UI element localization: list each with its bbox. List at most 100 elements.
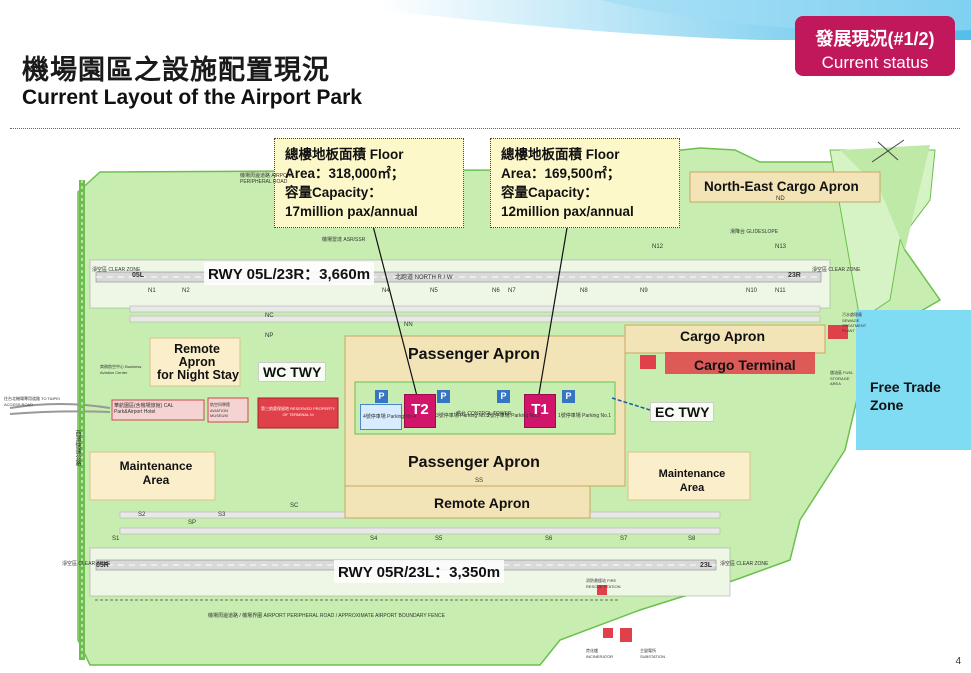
incinerator-marker — [603, 628, 613, 638]
north-twy-np — [129, 315, 821, 323]
incinerator-label: 焚化爐 INCINERATOR — [586, 648, 614, 659]
north-east-edge — [840, 145, 930, 250]
twy-n10: N10 — [746, 288, 758, 294]
fuel-label: 儲油區 FUEL STORAGE AREA — [830, 370, 854, 386]
terminal-2: T2 — [404, 394, 436, 428]
remote-night-apron-label: Remote Apron for Night Stay — [153, 342, 241, 383]
maintenance-area-east — [627, 451, 751, 501]
twy-ss: SS — [475, 478, 484, 484]
south-runway-label: RWY 05R/23L：3,350m — [334, 560, 505, 583]
cal-park-building — [111, 399, 205, 421]
parking-no4: 4號停車場 Parking No.4 — [360, 404, 417, 430]
maintenance-area-west — [89, 451, 216, 501]
twy-n8: N8 — [580, 288, 588, 294]
aviation-museum-label: 航空科學館 AVIATION MUSEUM — [210, 402, 230, 418]
page-title-zh: 機場園區之設施配置現況 — [22, 55, 330, 86]
clear-zone-se: 淨空區 CLEAR ZONE — [720, 561, 769, 567]
access-road — [9, 403, 111, 415]
asr-label: 機場雷達 ASR/SSR — [322, 237, 366, 243]
twy-nn: NN — [404, 322, 413, 328]
remote-apron-area — [344, 485, 591, 519]
leader-ec — [611, 397, 651, 411]
passenger-apron-north-label: Passenger Apron — [408, 346, 540, 363]
ec-twy-label: EC TWY — [650, 402, 715, 422]
north-runway-strip — [89, 259, 831, 309]
parking-icon-4: P — [375, 390, 388, 403]
leader-t2 — [371, 221, 419, 401]
twy-s1: S1 — [112, 536, 120, 542]
passenger-apron-south-label: Passenger Apron — [408, 454, 540, 471]
terminal-1: T1 — [524, 394, 556, 428]
twy-n6: N6 — [492, 288, 500, 294]
reserved-t3-label: 第三航廈保留地 RESERVED PROPERTY OF TERMINAL II… — [260, 406, 336, 417]
fire-station-label: 消防救援站 FIRE RESCUE STATION — [586, 578, 621, 589]
clear-zone-nw: 淨空區 CLEAR ZONE — [92, 267, 141, 273]
reserved-terminal3 — [257, 397, 339, 429]
north-parallel-twy — [129, 305, 821, 313]
parking-no2-label: 2號停車場 Parking No.2 — [487, 413, 541, 419]
twy-s3: S3 — [218, 512, 226, 518]
twy-s4: S4 — [370, 536, 378, 542]
t1-info-callout: 總樓地板面積 Floor Area：169,500㎡； 容量Capacity： … — [490, 138, 680, 228]
twy-sc: SC — [290, 503, 299, 509]
rwy-23l-marker: 23L — [700, 562, 713, 569]
t1-callout-line2: Area：169,500㎡； — [501, 166, 621, 181]
maint-west-line1: Maintenance — [119, 459, 193, 473]
fire-station-east — [640, 355, 656, 369]
free-trade-line1: Free Trade — [870, 379, 941, 395]
twy-n4: N4 — [382, 288, 390, 294]
clear-zone-sw: 淨空區 CLEAR ZONE — [62, 561, 111, 567]
twy-nc: NC — [265, 313, 274, 319]
t1-callout-line3: 容量Capacity： — [501, 185, 598, 200]
t2-callout-line4: 17million pax/annual — [285, 204, 418, 219]
cargo-terminal-building — [665, 352, 815, 374]
twy-sp: SP — [188, 520, 197, 526]
twy-n11: N11 — [775, 288, 786, 294]
rwy-05r-marker: 05R — [96, 562, 109, 569]
cal-park-label: 華航園區(含機場旅館) CAL Park&Airport Hotel — [114, 403, 174, 415]
parking-icon-3: P — [437, 390, 450, 403]
wc-twy-label: WC TWY — [258, 362, 327, 382]
parking-icon-2: P — [497, 390, 510, 403]
status-badge-line1: 發展現況(#1/2) — [815, 29, 935, 49]
header-divider — [10, 128, 960, 129]
t2-callout-line1: 總樓地板面積 Floor — [285, 147, 404, 162]
north-arrow — [871, 139, 905, 163]
fire-station-south-marker — [597, 585, 607, 595]
rwy-23r-marker: 23R — [788, 272, 801, 279]
parking-no3-label: 3號停車場 Parking No.3 — [436, 413, 490, 419]
north-rw-label: 北跑道 NORTH R / W — [395, 275, 453, 281]
glideslope-label: 滑降台 GLIDESLOPE — [730, 229, 779, 235]
status-badge: 發展現況(#1/2) Current status — [795, 16, 955, 76]
ne-cargo-apron-area — [689, 171, 881, 203]
t2-callout-line2: Area：318,000㎡； — [285, 166, 405, 181]
cargo-apron-area — [624, 324, 826, 354]
twy-s2: S2 — [138, 512, 146, 518]
maint-east-line1: Maintenance — [658, 468, 726, 480]
ne-cargo-apron-label: North-East Cargo Apron — [704, 179, 859, 194]
leader-t1 — [537, 221, 569, 401]
parking-icon-1: P — [562, 390, 575, 403]
t2-info-callout: 總樓地板面積 Floor Area：318,000㎡； 容量Capacity： … — [274, 138, 464, 228]
remote-night-line2: Apron — [178, 355, 216, 369]
twy-n12: N12 — [652, 244, 664, 250]
twy-nd: ND — [776, 196, 785, 202]
twy-n5: N5 — [430, 288, 438, 294]
t1-callout-line4: 12million pax/annual — [501, 204, 634, 219]
highway-label: 西濱快速公路 — [74, 430, 80, 466]
twy-n1: N1 — [148, 288, 156, 294]
north-runway-label: RWY 05L/23R：3,660m — [204, 262, 375, 285]
twy-s7: S7 — [620, 536, 628, 542]
page-number: 4 — [955, 656, 961, 667]
status-badge-line2: Current status — [821, 53, 929, 72]
clear-zone-ne: 淨空區 CLEAR ZONE — [812, 267, 861, 273]
t1-callout-line1: 總樓地板面積 Floor — [501, 147, 620, 162]
twy-n2: N2 — [182, 288, 190, 294]
twy-s5: S5 — [435, 536, 443, 542]
page-title-en: Current Layout of the Airport Park — [22, 86, 362, 109]
south-twy-sp — [119, 527, 721, 535]
business-center-label: 商務航空中心 Business Aviation Center — [100, 364, 142, 375]
rwy-05l-marker: 05L — [132, 272, 145, 279]
parking-no4-label: 4號停車場 Parking No.4 — [363, 414, 417, 420]
maintenance-west-label: Maintenance Area — [112, 458, 200, 488]
